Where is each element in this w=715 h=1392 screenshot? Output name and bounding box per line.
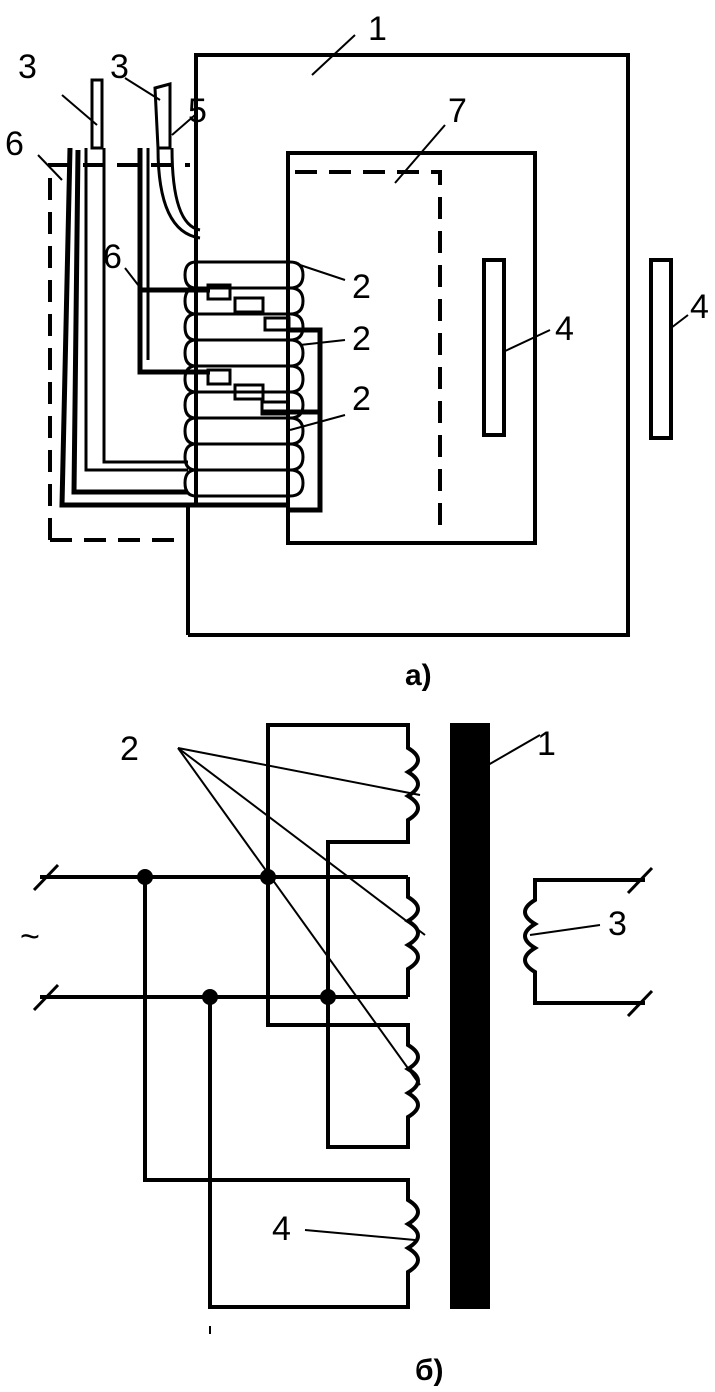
core-bar (450, 723, 490, 1309)
label-shunt-coil: 4 (272, 1210, 291, 1248)
label-winding-mid: 2 (352, 320, 371, 358)
shunt-inner (482, 258, 506, 437)
terminal-top-right (626, 866, 654, 895)
shunt-coil (143, 877, 420, 1309)
label-lead-small: 5 (188, 92, 207, 130)
shunt-outer (649, 258, 673, 440)
label-core: 1 (368, 10, 387, 48)
winding-2 (404, 877, 420, 997)
label-wire-inner: 6 (103, 238, 122, 276)
label-wire-left: 6 (5, 125, 24, 163)
panel-b (32, 723, 654, 1334)
winding-stack (183, 260, 305, 498)
secondary-coil (523, 878, 645, 1005)
terminal-bottom-right (626, 989, 654, 1018)
leader-lines (37, 34, 689, 431)
label-shunt-inner: 4 (555, 310, 574, 348)
label-secondary: 3 (608, 905, 627, 943)
label-core-bar: 1 (537, 725, 556, 763)
label-windings: 2 (120, 730, 139, 768)
caption-a: а) (405, 659, 432, 692)
panel-b-labels: 2 1 3 4 ~ б) (20, 725, 627, 1387)
panel-a-labels: 1 7 2 2 2 4 4 3 3 5 6 6 а) (5, 10, 709, 692)
label-lead-left: 3 (18, 48, 37, 86)
label-lead-right: 3 (110, 48, 129, 86)
core-window (286, 151, 537, 545)
ac-symbol: ~ (20, 918, 40, 956)
lead-wires (84, 78, 201, 472)
terminal-top-left (32, 863, 60, 892)
shield-box (48, 163, 190, 542)
label-insulation: 7 (448, 92, 467, 130)
label-winding-bot: 2 (352, 380, 371, 418)
winding-1 (266, 723, 420, 997)
label-winding-top: 2 (352, 268, 371, 306)
winding-3 (266, 877, 420, 1149)
caption-b: б) (415, 1354, 444, 1387)
leader-lines-b (177, 734, 601, 1241)
terminal-bottom-left (32, 983, 60, 1012)
insulation-box (295, 170, 442, 535)
label-shunt-outer: 4 (690, 288, 709, 326)
connection-wires (59, 147, 323, 513)
panel-a (37, 34, 689, 637)
